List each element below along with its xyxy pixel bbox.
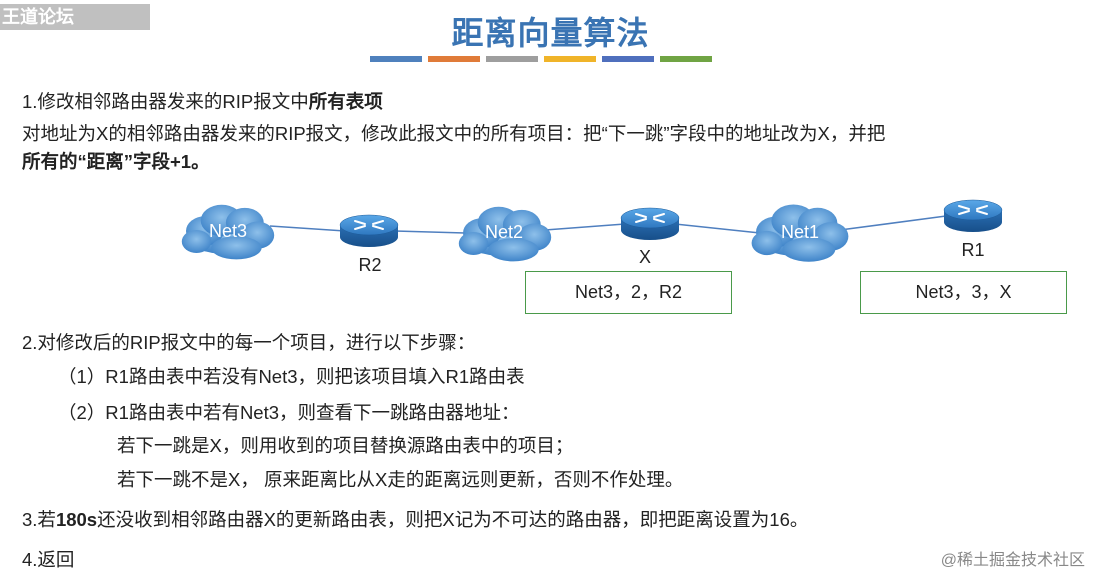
routing-entry-r1: Net3，3，X — [860, 271, 1067, 314]
color-bar — [544, 56, 596, 62]
net2-cloud — [458, 206, 552, 262]
step3: 3.若180s还没收到相邻路由器X的更新路由表，则把X记为不可达的路由器，即把距… — [22, 506, 808, 532]
net2-label: Net2 — [485, 222, 523, 242]
step2-sub1: （1）R1路由表中若没有Net3，则把该项目填入R1路由表 — [58, 366, 525, 387]
router-x-label: X — [639, 247, 651, 267]
color-bar — [660, 56, 712, 62]
router-r1-label: R1 — [961, 240, 984, 260]
step2-sub2a: 若下一跳是X，则用收到的项目替换源路由表中的项目； — [117, 435, 574, 456]
step3-prefix: 3.若 — [22, 509, 56, 530]
forum-watermark: 王道论坛 — [0, 4, 150, 30]
step1-desc-line1: 对地址为X的相邻路由器发来的RIP报文，修改此报文中的所有项目：把“下一跳”字段… — [22, 123, 886, 144]
step2-sub2b: 若下一跳不是X， 原来距离比从X走的距离远则更新，否则不作处理。 — [117, 469, 684, 490]
link-lines — [269, 215, 947, 234]
slide-title: 距离向量算法 — [451, 15, 650, 51]
net3-label: Net3 — [209, 221, 247, 241]
routing-entry-x: Net3，2，R2 — [525, 271, 732, 314]
router-r2-icon — [339, 214, 399, 248]
net3-cloud — [181, 204, 275, 260]
step1-heading-text: 1.修改相邻路由器发来的RIP报文中 — [22, 91, 309, 112]
step1-heading-bold: 所有表项 — [308, 91, 383, 112]
step1-desc-line2: 所有的“距离”字段+1。 — [22, 151, 210, 172]
router-x-icon — [620, 207, 680, 241]
step2-sub2: （2）R1路由表中若有Net3，则查看下一跳路由器地址： — [58, 402, 520, 423]
router-r2-label: R2 — [358, 255, 381, 275]
step3-bold: 180s — [55, 509, 98, 530]
net1-label: Net1 — [781, 222, 819, 242]
color-bar — [370, 56, 422, 62]
step4: 4.返回 — [22, 549, 75, 570]
step3-suffix: 还没收到相邻路由器X的更新路由表，则把X记为不可达的路由器，即把距离设置为16。 — [97, 509, 809, 530]
color-bars — [370, 56, 712, 62]
color-bar — [602, 56, 654, 62]
site-watermark: @稀土掘金技术社区 — [940, 552, 1085, 569]
color-bar — [428, 56, 480, 62]
step2-heading: 2.对修改后的RIP报文中的每一个项目，进行以下步骤： — [22, 332, 476, 353]
net1-cloud — [751, 204, 849, 262]
color-bar — [486, 56, 538, 62]
step1-heading: 1.修改相邻路由器发来的RIP报文中所有表项 — [22, 88, 383, 114]
router-r1-icon — [943, 199, 1003, 233]
